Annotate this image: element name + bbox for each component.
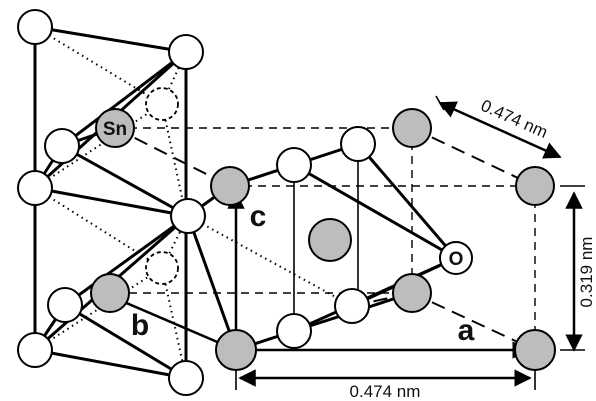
oxygen-label: O <box>449 249 464 270</box>
tin-atom <box>392 273 432 313</box>
oxygen-atom <box>170 198 206 234</box>
oxygen-atom <box>47 287 83 323</box>
dimension-arrows <box>235 95 585 390</box>
tin-atom <box>514 329 556 371</box>
oxygen-atom <box>276 313 312 349</box>
vector-b <box>108 294 237 352</box>
oxygen-atom <box>17 9 53 45</box>
oxygen-atom-hidden <box>145 87 179 121</box>
oxygen-atoms <box>17 9 473 396</box>
tin-atom <box>308 218 352 262</box>
oxygen-atom-hidden <box>145 251 179 285</box>
tin-label: Sn <box>103 119 127 140</box>
axis-label-a: a <box>458 314 475 347</box>
oxygen-atom <box>17 332 53 368</box>
oxygen-atom <box>276 147 312 183</box>
tin-atom <box>392 108 432 148</box>
oxygen-atom <box>168 34 204 70</box>
tin-atom <box>90 273 130 313</box>
lattice-vectors <box>108 191 530 359</box>
tin-atom <box>515 166 555 206</box>
oxygen-atom <box>44 128 80 164</box>
dimension-label-right: 0.319 nm <box>577 237 596 308</box>
tin-atom <box>210 166 250 206</box>
oxygen-atom <box>168 360 204 396</box>
tin-atoms <box>90 108 556 371</box>
oxygen-atom <box>17 170 53 206</box>
oxygen-atom <box>334 288 370 324</box>
axis-label-c: c <box>250 200 267 233</box>
dimension-label-bottom: 0.474 nm <box>350 382 421 401</box>
oxygen-atom <box>439 241 473 275</box>
oxygen-atom <box>340 126 376 162</box>
axis-label-b: b <box>131 309 149 342</box>
tin-atom <box>215 329 257 371</box>
tin-atom <box>95 108 135 148</box>
